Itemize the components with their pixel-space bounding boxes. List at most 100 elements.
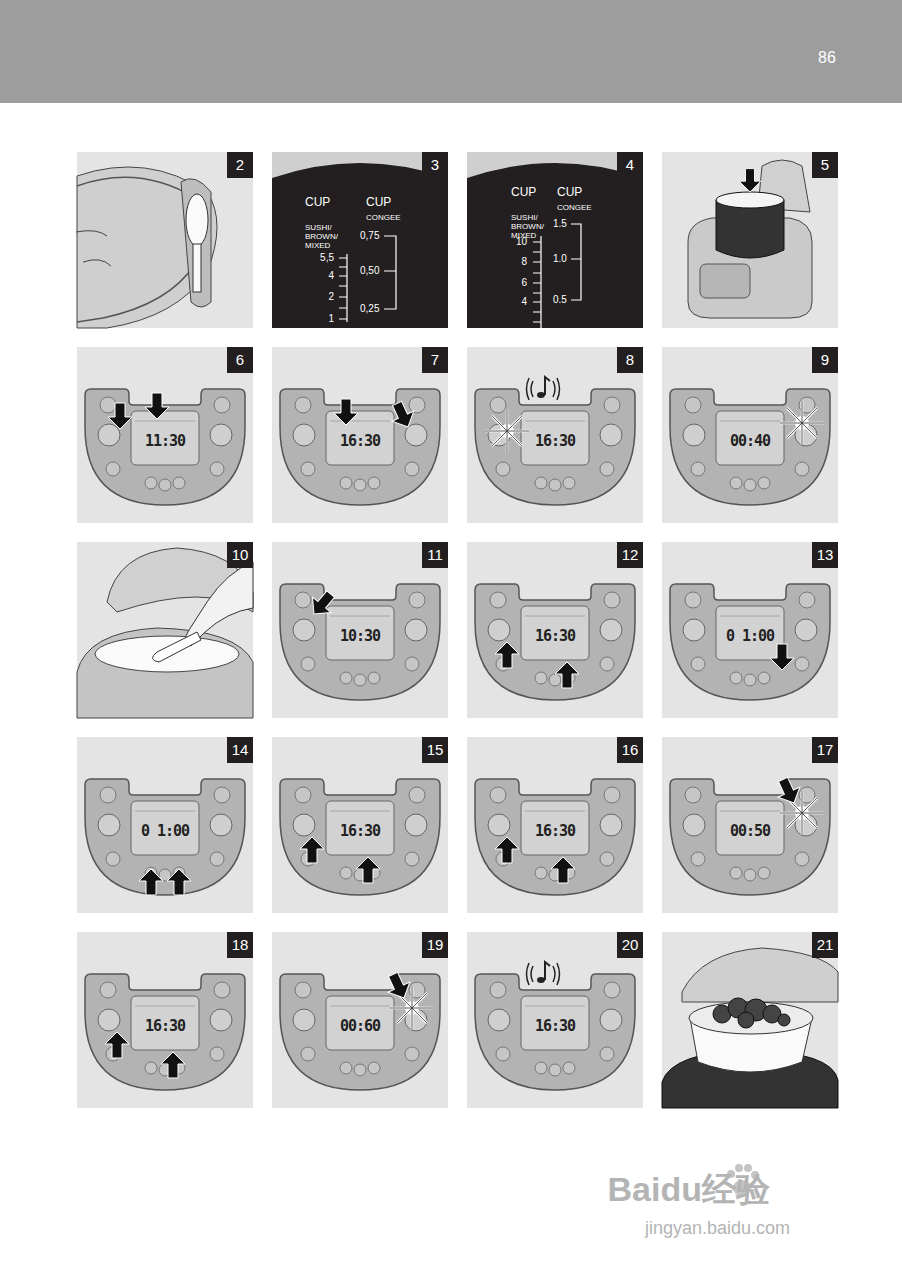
panel-background — [77, 347, 253, 523]
lcd-display: 16:30 — [535, 629, 575, 645]
scale-text: 1.0 — [553, 254, 567, 265]
press-arrow — [495, 837, 519, 863]
step-number: 5 — [812, 152, 838, 178]
step-number: 4 — [617, 152, 643, 178]
scale-text: SUSHI/ BROWN/ MIXED — [305, 224, 353, 250]
press-arrow — [356, 857, 380, 883]
scale-text: CUP — [366, 196, 391, 209]
panel-background — [467, 347, 643, 523]
panel-art — [662, 932, 838, 1108]
press-arrow — [167, 869, 191, 895]
step-number: 14 — [227, 737, 253, 763]
scale-text: CUP — [305, 196, 330, 209]
control-panel — [85, 974, 245, 1090]
beep-symbol — [527, 377, 560, 400]
scale-text: 0,25 — [360, 304, 379, 315]
step-panel: 5 — [662, 152, 838, 328]
press-arrow — [108, 403, 132, 429]
lcd-display: 16:30 — [145, 1019, 185, 1035]
panel-background — [662, 932, 838, 1108]
step-number: 3 — [422, 152, 448, 178]
scale-text: 2 — [328, 292, 334, 303]
control-panel — [475, 779, 635, 895]
press-arrow — [551, 857, 575, 883]
lcd-display: 10:30 — [340, 629, 380, 645]
panel-background — [77, 737, 253, 913]
water-line — [76, 231, 111, 266]
scale-text: 4 — [328, 271, 334, 282]
lcd-display: 0 1:00 — [141, 824, 189, 840]
panel-background — [272, 542, 448, 718]
step-number: 2 — [227, 152, 253, 178]
control-panel — [85, 779, 245, 895]
cooker-lid — [77, 167, 217, 328]
step-number: 10 — [227, 542, 253, 568]
light-burst — [485, 409, 529, 453]
panel-art — [662, 542, 838, 718]
step-number: 15 — [422, 737, 448, 763]
scale-text: 1 — [328, 314, 334, 325]
panel-background — [467, 737, 643, 913]
panel-art — [272, 347, 448, 523]
control-panel — [670, 779, 830, 895]
control-panel — [475, 974, 635, 1090]
control-panel — [280, 779, 440, 895]
watermark-url: jingyan.baidu.com — [645, 1219, 790, 1238]
scale-text: CONGEE — [366, 214, 401, 222]
lcd-display: 16:30 — [535, 434, 575, 450]
panel-art — [467, 737, 643, 913]
step-number: 13 — [812, 542, 838, 568]
panel-background — [77, 932, 253, 1108]
scale-text: 1.5 — [553, 219, 567, 230]
lcd-display: 16:30 — [340, 434, 380, 450]
panel-art — [77, 737, 253, 913]
press-arrow — [772, 774, 805, 808]
press-arrow — [770, 644, 794, 670]
pot-rim — [716, 192, 784, 208]
control-panel — [475, 584, 635, 700]
watermark: Baidu经验 — [608, 1172, 770, 1208]
scale-text: CUP — [511, 186, 536, 199]
panel-art — [272, 737, 448, 913]
control-panel — [280, 389, 440, 505]
control-panel — [670, 584, 830, 700]
press-arrow — [386, 398, 419, 432]
lcd-display: 16:30 — [340, 824, 380, 840]
panel-background — [467, 152, 643, 328]
panel-art — [467, 542, 643, 718]
scale-marks — [533, 224, 581, 328]
scale-text: 0.5 — [553, 295, 567, 306]
scale-text: 5,5 — [320, 253, 334, 264]
step-number: 19 — [422, 932, 448, 958]
scale-text: 8 — [521, 257, 527, 268]
panel-background — [467, 542, 643, 718]
control-panel — [475, 389, 635, 505]
step-number: 18 — [227, 932, 253, 958]
panel-background — [662, 152, 838, 328]
panel-art — [272, 152, 448, 328]
panel-art — [467, 152, 643, 328]
rice-paddle — [152, 632, 201, 662]
press-arrow — [161, 1052, 185, 1078]
step-number: 16 — [617, 737, 643, 763]
header-bar — [0, 0, 902, 103]
control-panel — [280, 974, 440, 1090]
lcd-display: 0 1:00 — [726, 629, 774, 645]
scale-text: 0,50 — [360, 266, 379, 277]
press-arrow — [139, 869, 163, 895]
panel-background — [77, 152, 253, 328]
panel-background — [662, 737, 838, 913]
pot-rim — [467, 152, 643, 178]
light-burst — [780, 401, 824, 445]
press-arrow — [105, 1032, 129, 1058]
lcd-display: 11:30 — [145, 434, 185, 450]
control-panel — [280, 584, 440, 700]
scale-marks — [339, 236, 396, 322]
scale-text: CUP — [557, 186, 582, 199]
vegetables — [713, 998, 790, 1028]
step-panel: 21 — [662, 932, 838, 1108]
press-arrow — [382, 969, 415, 1003]
step-number: 20 — [617, 932, 643, 958]
control-panel — [700, 264, 750, 298]
